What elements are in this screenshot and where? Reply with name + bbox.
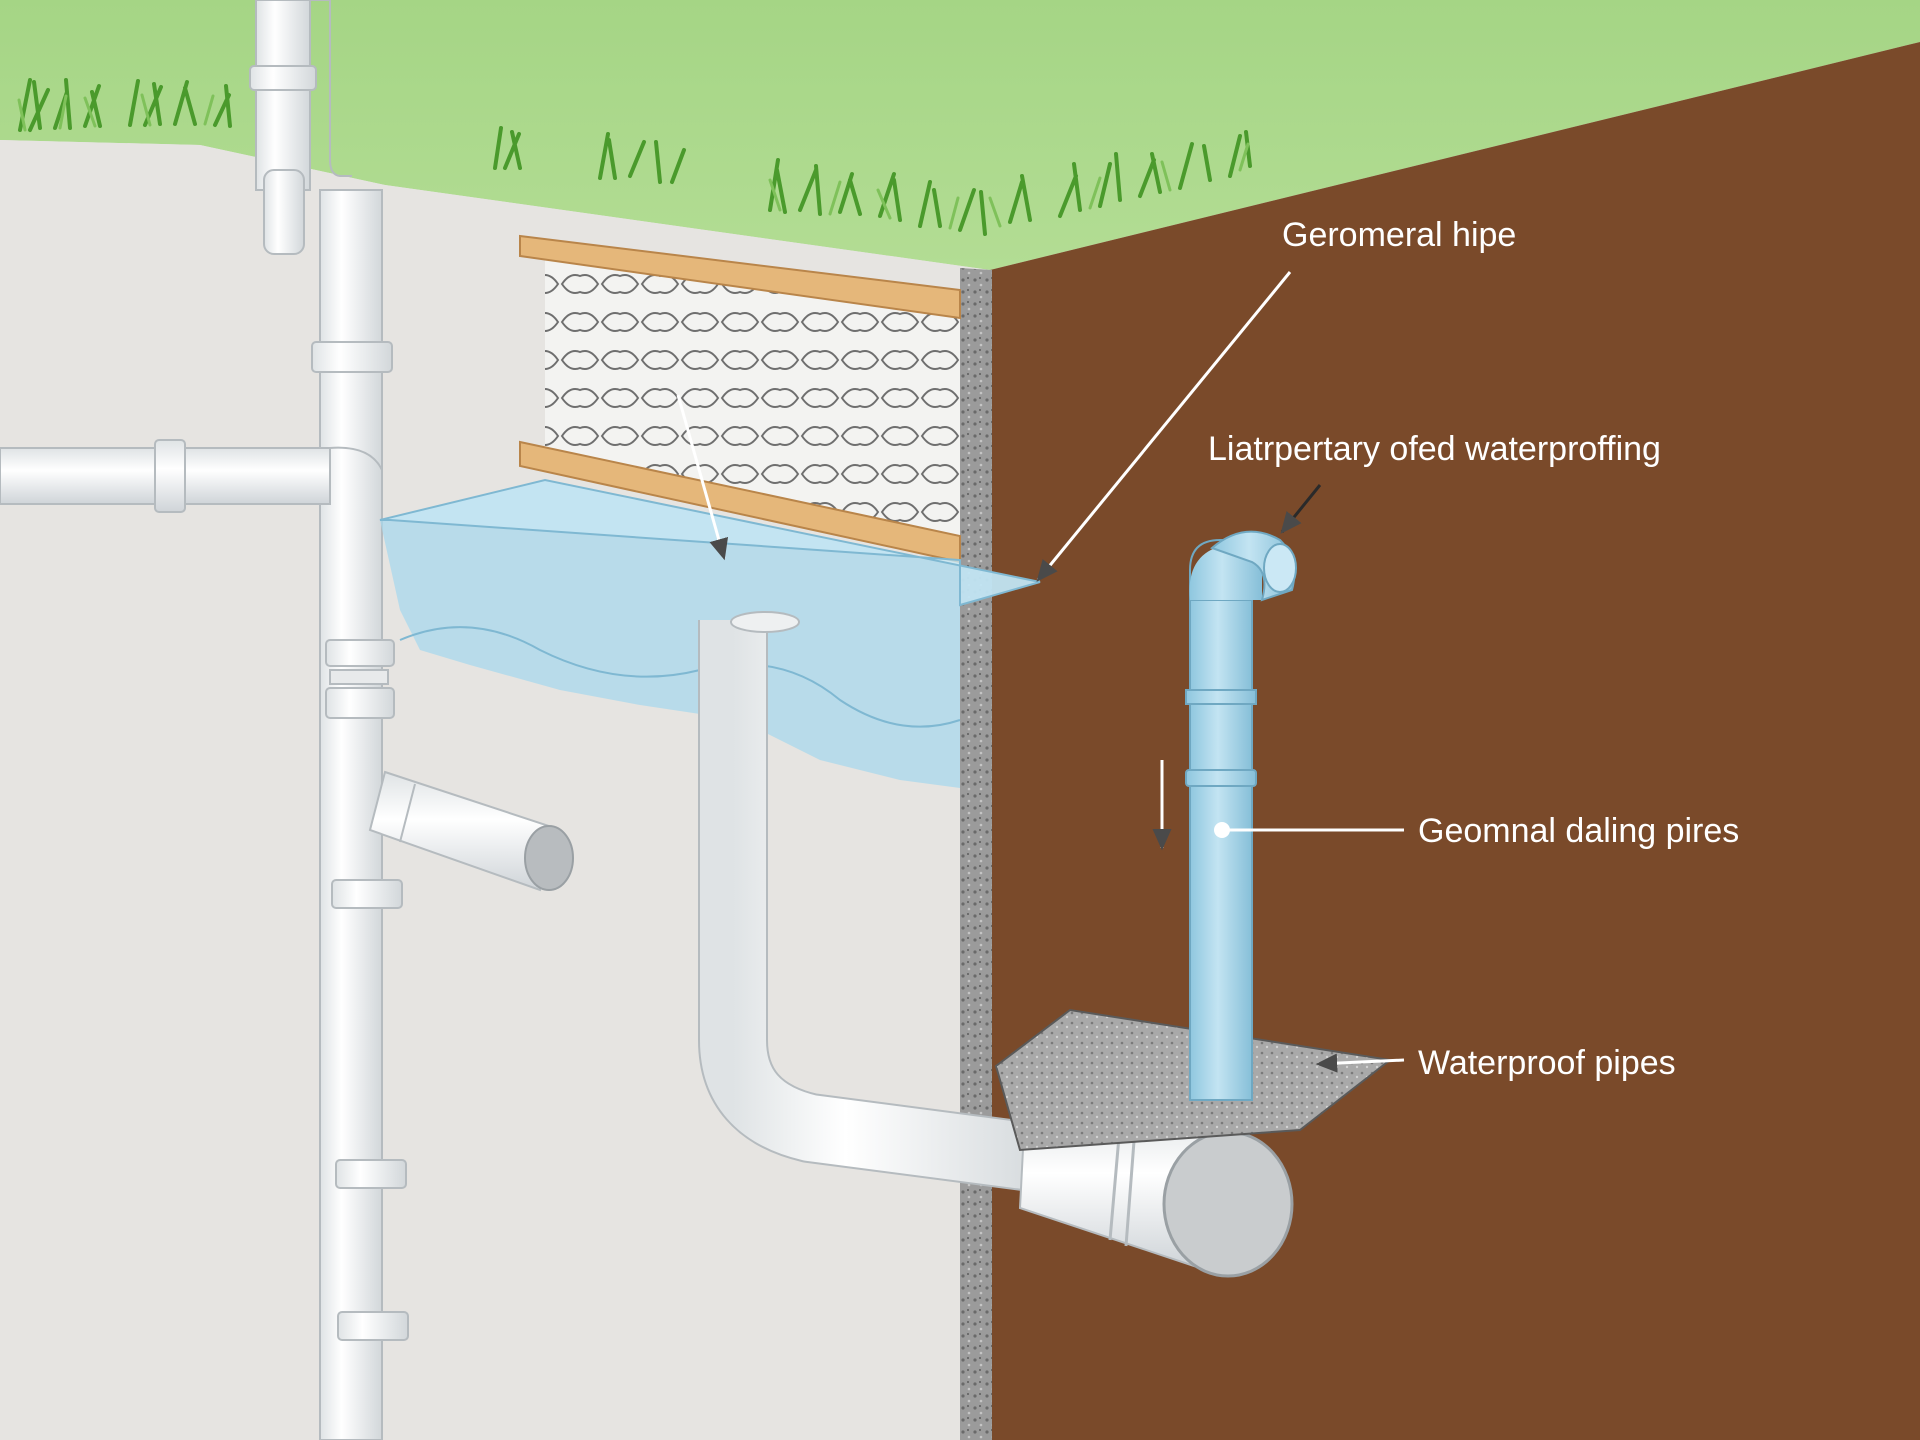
label-liatrpertary: Liatrpertary ofed waterproffing bbox=[1208, 430, 1661, 468]
label-geomnal-daling-pires: Geomnal daling pires bbox=[1418, 812, 1739, 850]
branch-pipe-stub bbox=[368, 770, 574, 892]
grass-tufts-light bbox=[17, 93, 1250, 230]
horizontal-pipe bbox=[0, 439, 383, 520]
grass-field bbox=[0, 0, 1920, 270]
label-geromeral-hipe: Geromeral hipe bbox=[1282, 216, 1516, 254]
timber-top bbox=[519, 234, 961, 320]
leader-geromeral bbox=[1036, 271, 1292, 582]
label-waterproof-pipes: Waterproof pipes bbox=[1418, 1044, 1676, 1082]
vertical-drain-pipe bbox=[249, 0, 409, 1440]
blue-drainage-pipe bbox=[1185, 530, 1297, 1101]
grass-tufts bbox=[18, 78, 1252, 236]
leader-liatrpertary bbox=[1280, 484, 1322, 534]
elbow-drain-pipe bbox=[698, 611, 1294, 1278]
foundation-wall bbox=[960, 268, 992, 1440]
stone-panel bbox=[545, 248, 960, 555]
flow-arrow-stone bbox=[676, 394, 729, 561]
leader-waterproof bbox=[1315, 1053, 1405, 1073]
